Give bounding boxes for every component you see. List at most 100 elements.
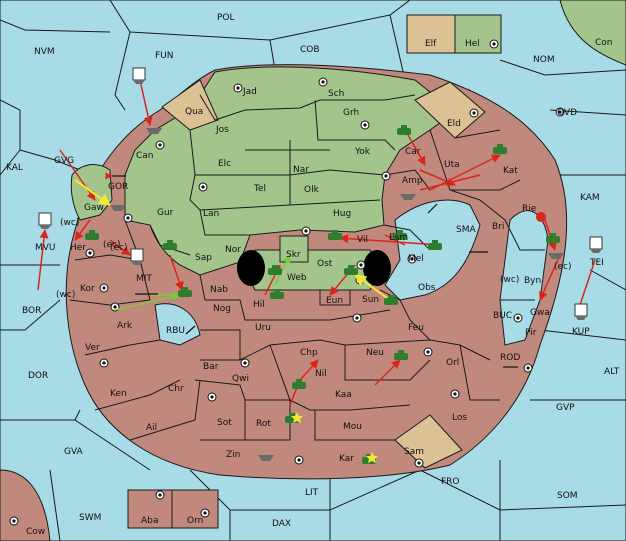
label-chr: Chr: [168, 384, 184, 394]
sea-rbu[interactable]: [154, 303, 201, 346]
army-icon: [85, 230, 99, 240]
label-kar: Kar: [339, 454, 354, 464]
fleet-dislodged-icon: [589, 236, 603, 253]
label-uta: Uta: [444, 160, 460, 170]
tunnel-west: [237, 250, 265, 286]
label-sap: Sap: [195, 253, 212, 263]
label-mel: Mel: [408, 254, 424, 264]
army-icon: [270, 289, 284, 299]
label-ec-1: (ec): [110, 243, 128, 253]
label-kal: KAL: [6, 163, 23, 173]
fleet-icon: [258, 455, 274, 461]
sea-sma[interactable]: [384, 199, 481, 301]
label-fun: FUN: [155, 51, 174, 61]
fleet-dislodged-icon: [130, 248, 144, 265]
label-nom: NOM: [533, 55, 555, 65]
label-amp: Amp: [402, 176, 423, 186]
label-pir: Pir: [525, 328, 537, 338]
label-elc: Elc: [218, 159, 231, 169]
label-bri: Bri: [492, 222, 504, 232]
label-coast-wc: (wc): [56, 290, 75, 300]
label-alt: ALT: [604, 367, 620, 377]
army-icon: [178, 287, 192, 297]
label-kup: KUP: [572, 327, 590, 337]
label-gva: GVA: [64, 447, 84, 457]
label-lan: Lan: [203, 209, 219, 219]
label-her: Her: [70, 243, 86, 253]
label-los: Los: [452, 413, 467, 423]
legend-hel-label: Hel: [465, 39, 480, 49]
label-kam: KAM: [580, 193, 600, 203]
army-icon: [394, 350, 408, 360]
label-olk: Olk: [304, 185, 320, 195]
label-sot: Sot: [217, 418, 232, 428]
label-coast-ec: (ec): [103, 240, 121, 250]
land-labels: Jad Sch Qua Jos Grh Eld Can Elc Nar Yok …: [70, 87, 550, 464]
label-gvp: GVP: [556, 403, 575, 413]
army-icon: [163, 240, 177, 250]
label-rod: ROD: [500, 353, 520, 363]
tunnel-east: [363, 250, 391, 286]
fleet-icon: [110, 205, 126, 211]
region-orn[interactable]: [171, 489, 219, 529]
label-obs: Obs: [418, 283, 436, 293]
label-gur: Gur: [157, 208, 174, 218]
label-fro: FRO: [441, 477, 460, 487]
label-orn: Orn: [187, 516, 203, 526]
label-kat: Kat: [503, 166, 518, 176]
label-ail: Ail: [146, 423, 157, 433]
label-tei: TEI: [589, 258, 604, 268]
label-rot: Rot: [256, 419, 271, 429]
star-icon: [291, 412, 303, 423]
label-chp: Chp: [300, 348, 318, 358]
label-cob: COB: [300, 45, 320, 55]
region-aba[interactable]: [127, 489, 173, 529]
label-dax: DAX: [272, 519, 291, 529]
label-eld: Eld: [447, 119, 461, 129]
label-tel: Tel: [253, 184, 266, 194]
label-wc-2: (wc): [500, 275, 519, 285]
label-esm: Esm: [389, 233, 408, 243]
label-uru: Uru: [255, 323, 271, 333]
label-ken: Ken: [110, 389, 127, 399]
label-con: Con: [595, 38, 613, 48]
region-sam[interactable]: [394, 414, 463, 469]
legend-elf-label: Elf: [425, 39, 437, 49]
label-wc-1: (wc): [60, 218, 79, 228]
label-swm: SWM: [79, 513, 101, 523]
army-icon: [546, 233, 560, 243]
units: [38, 67, 603, 464]
label-cow: Cow: [26, 527, 45, 537]
label-neu: Neu: [366, 348, 384, 358]
label-sch: Sch: [328, 89, 344, 99]
label-nor: Nor: [225, 245, 241, 255]
label-qwi: Qwi: [232, 374, 249, 384]
label-ovd: OVD: [557, 108, 577, 118]
battle-icon: [536, 212, 546, 222]
label-mit: MIT: [136, 274, 152, 284]
army-icon: [393, 230, 407, 240]
label-dor: DOR: [28, 371, 48, 381]
label-mou: Mou: [343, 422, 362, 432]
adjacency-markers: [105, 172, 518, 368]
label-gor: GOR: [108, 182, 128, 192]
label-kaa: Kaa: [335, 390, 352, 400]
label-buc: BUC: [493, 311, 512, 321]
region-qua[interactable]: [161, 79, 219, 131]
label-zin: Zin: [226, 450, 240, 460]
sea-buc[interactable]: [499, 210, 549, 346]
fleet-icon: [548, 253, 564, 259]
label-lit: LIT: [305, 488, 319, 498]
fleet-dislodged-icon: [38, 212, 52, 229]
label-rbu: RBU: [166, 326, 185, 336]
label-qua: Qua: [185, 107, 203, 117]
legend-elf: [406, 14, 456, 54]
region-eld[interactable]: [414, 81, 486, 139]
label-yok: Yok: [354, 147, 371, 157]
province-borders: [69, 94, 545, 441]
label-skr: Skr: [286, 250, 301, 260]
label-kor: Kor: [80, 284, 95, 294]
label-hil: Hil: [253, 300, 265, 310]
label-nvm: NVM: [34, 47, 55, 57]
